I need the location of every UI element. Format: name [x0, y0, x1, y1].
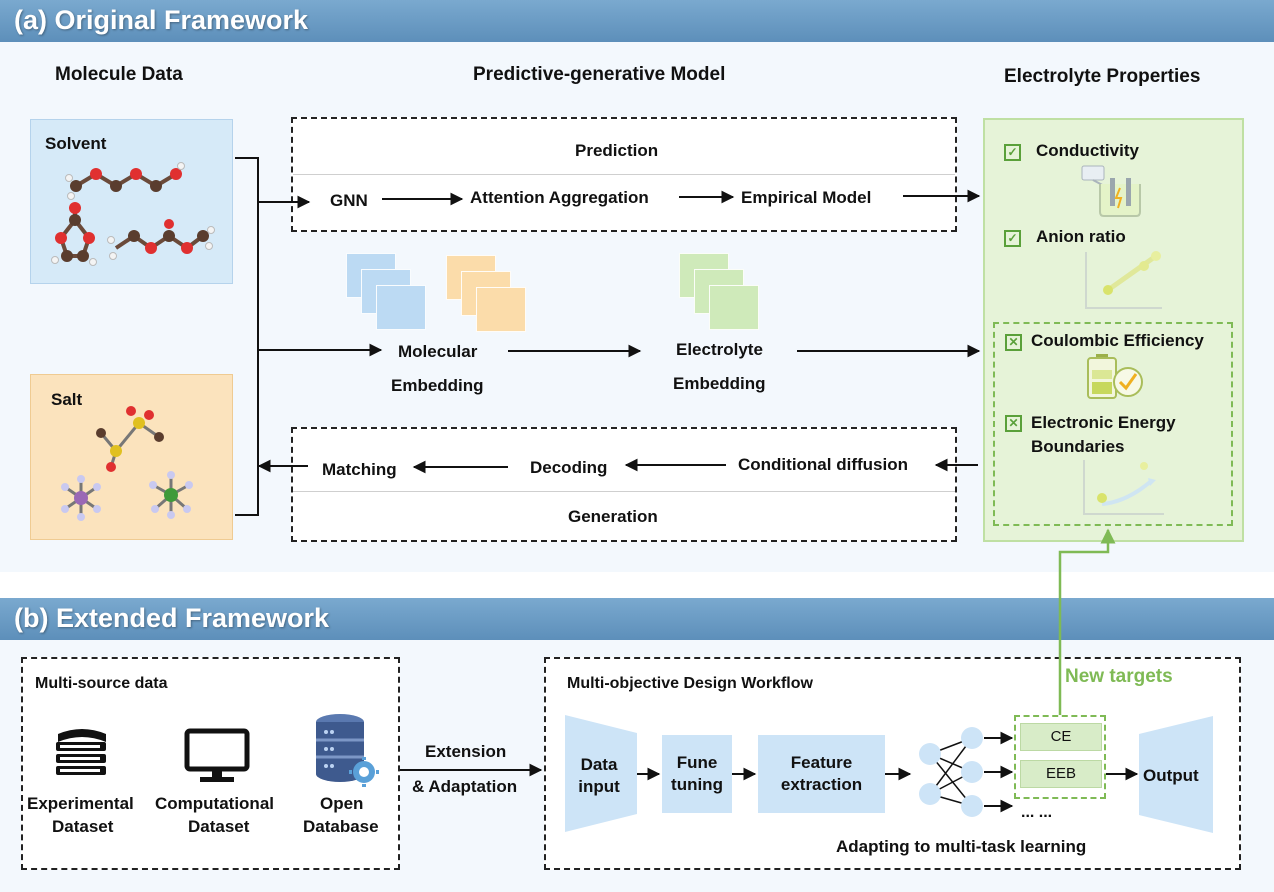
extension-label: Extension: [425, 742, 507, 761]
conductivity-label: Conductivity: [1036, 141, 1139, 160]
new-targets-dashed-box: [1014, 715, 1106, 799]
molecular-embedding-square: [476, 287, 526, 332]
generation-divider: [293, 491, 955, 492]
empirical-model-step: Empirical Model: [741, 188, 872, 207]
experimental-dataset-label-2: Dataset: [52, 817, 114, 836]
attention-aggregation-step: Attention Aggregation: [470, 188, 649, 207]
ce-target: CE: [1020, 723, 1102, 751]
molecule-data-heading: Molecule Data: [55, 64, 183, 85]
data-input-trapezoid: [565, 715, 637, 832]
salt-molecule-icon: [61, 406, 193, 521]
generation-title: Generation: [568, 507, 658, 526]
molecular-embedding-label-1: Molecular: [398, 342, 478, 361]
more-targets: ... ...: [1021, 804, 1053, 821]
salt-box: Salt: [30, 374, 233, 540]
multi-task-caption: Adapting to multi-task learning: [836, 837, 1087, 856]
open-database-label-1: Open: [320, 794, 364, 813]
solvent-box: Solvent: [30, 119, 233, 284]
database-icon: [316, 714, 379, 787]
generation-box: [291, 427, 957, 542]
neural-network-icon: [919, 727, 983, 817]
checkbox-checked-icon: ✓: [1004, 230, 1021, 247]
workflow-title: Multi-objective Design Workflow: [567, 675, 813, 692]
computational-dataset-label-1: Computational: [155, 794, 274, 813]
gnn-step: GNN: [330, 191, 368, 210]
molecular-embedding-square: [376, 285, 426, 330]
eeb-label-2: Boundaries: [1031, 437, 1125, 456]
checkbox-crossed-icon: ✕: [1005, 334, 1022, 351]
anion-ratio-label: Anion ratio: [1036, 227, 1126, 246]
output-trapezoid: [1139, 716, 1213, 833]
computational-dataset-label-2: Dataset: [188, 817, 250, 836]
fune-tuning-block: Fune tuning: [662, 735, 732, 813]
workflow-box: [544, 657, 1241, 870]
panel-a-header: (a) Original Framework: [0, 0, 1274, 42]
prediction-divider: [293, 174, 955, 175]
feature-extraction-label-1: Feature: [790, 753, 853, 772]
electrolyte-embedding-square: [709, 285, 759, 330]
checkbox-checked-icon: ✓: [1004, 144, 1021, 161]
checkbox-crossed-icon: ✕: [1005, 415, 1022, 432]
books-icon: [56, 729, 106, 775]
eeb-target: EEB: [1020, 760, 1102, 788]
properties-heading: Electrolyte Properties: [1004, 66, 1201, 87]
solvent-label: Solvent: [45, 134, 107, 153]
electrolyte-embedding-label-2: Embedding: [673, 374, 766, 393]
conductivity-cell-icon: [1081, 165, 1141, 217]
molecular-embedding-label-2: Embedding: [391, 376, 484, 395]
fune-tuning-label-1: Fune: [676, 753, 718, 772]
new-properties-dashed-box: [993, 322, 1233, 526]
feature-extraction-block: Feature extraction: [758, 735, 885, 813]
fune-tuning-label-2: tuning: [671, 775, 723, 794]
monitor-icon: [184, 728, 250, 782]
multi-source-title: Multi-source data: [35, 675, 168, 692]
panel-b-header: (b) Extended Framework: [0, 598, 1274, 640]
battery-check-icon: [1087, 354, 1143, 399]
data-input-label-1: Data: [580, 755, 618, 774]
decoding-step: Decoding: [530, 458, 608, 477]
panel-b-title: (b) Extended Framework: [14, 603, 330, 633]
new-targets-label: New targets: [1065, 666, 1173, 687]
model-heading: Predictive-generative Model: [473, 64, 726, 85]
panel-a-connectors: [235, 157, 981, 516]
matching-step: Matching: [322, 460, 397, 479]
conditional-diffusion-step: Conditional diffusion: [738, 455, 908, 474]
open-database-label-2: Database: [303, 817, 379, 836]
electrolyte-embedding-label-1: Electrolyte: [676, 340, 763, 359]
output-label: Output: [1143, 766, 1199, 785]
coulombic-efficiency-label: Coulombic Efficiency: [1031, 331, 1204, 350]
eeb-label-1: Electronic Energy: [1031, 413, 1176, 432]
salt-label: Salt: [51, 390, 83, 409]
feature-extraction-label-2: extraction: [780, 775, 863, 794]
prediction-title: Prediction: [575, 141, 659, 160]
anion-ratio-chart-icon: [1085, 251, 1162, 309]
data-input-label-2: input: [578, 777, 620, 796]
panel-a-title: (a) Original Framework: [14, 5, 309, 35]
adaptation-label: & Adaptation: [412, 777, 518, 796]
experimental-dataset-label-1: Experimental: [27, 794, 134, 813]
solvent-molecule-icon: [51, 162, 215, 266]
energy-boundary-chart-icon: [1083, 460, 1164, 515]
